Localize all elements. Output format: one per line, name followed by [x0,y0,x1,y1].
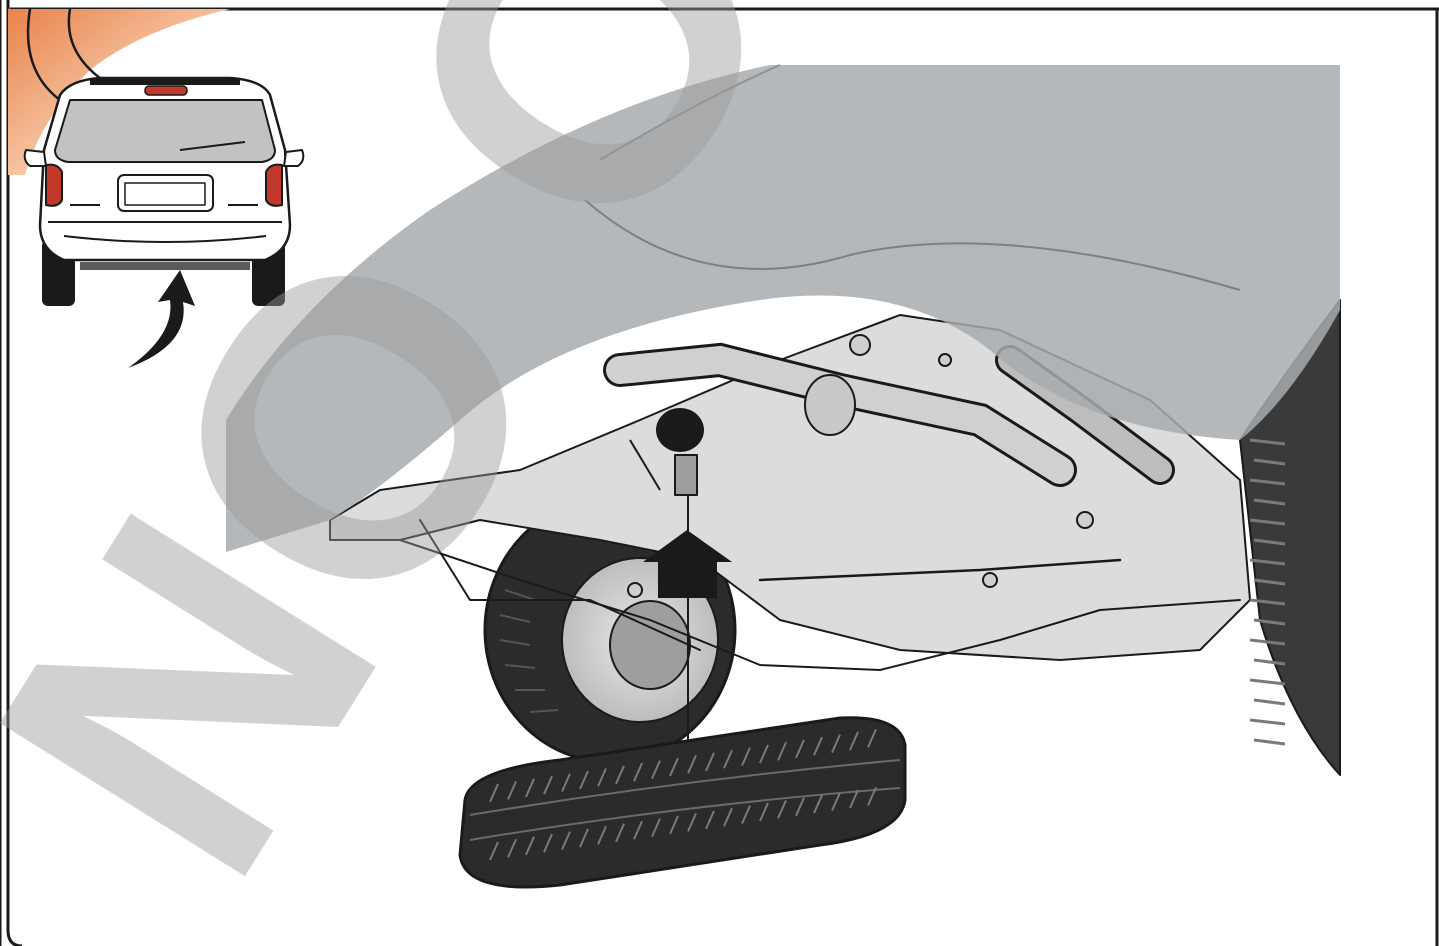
side-tread-mark [1253,458,1286,466]
tread-mark [741,747,751,767]
side-tread-mark [1249,558,1286,566]
side-tread-mark [1253,658,1286,666]
side-tread-mark [1249,638,1286,646]
tread-mark [579,828,589,848]
tread-mark [849,789,859,809]
tread-mark [867,786,877,806]
tread-mark [705,810,715,830]
winch-cable [629,439,698,745]
tread-mark [525,836,535,856]
tread-mark [723,807,733,827]
side-tread-mark [1249,598,1286,606]
tread-mark [579,770,589,790]
tread-mark [813,794,823,814]
tread-mark [633,820,643,840]
tread-mark [831,734,841,754]
spare-tire [458,716,907,889]
tread-mark [777,799,787,819]
tread-mark [651,818,661,838]
tread-mark [543,833,553,853]
side-tread-mark [1249,438,1286,446]
tread-mark [795,739,805,759]
tread-mark [669,815,679,835]
tread-mark [705,752,715,772]
side-tread-mark [1249,478,1286,486]
side-tread-mark [1253,578,1286,586]
tread-mark [633,762,643,782]
tread-mark [615,823,625,843]
tread-mark [597,825,607,845]
tread-mark [741,805,751,825]
tread-mark [597,767,607,787]
tread-mark [849,731,859,751]
side-tread-mark [1253,698,1286,706]
side-tread-mark [1253,538,1286,546]
tread-mark [813,736,823,756]
tread-mark [489,783,499,803]
vehicle-body-panel [226,64,1340,552]
tread-mark [795,797,805,817]
tread-mark [561,773,571,793]
side-tread-mark [1253,738,1286,746]
tread-mark [777,741,787,761]
tread-mark [507,780,517,800]
side-tread-mark [1249,518,1286,526]
curved-arrow-icon [128,270,195,368]
tread-mark [723,749,733,769]
tread-mark [759,744,769,764]
side-tread-mark [1253,498,1286,506]
tread-mark [615,765,625,785]
tread-mark [867,728,877,748]
vehicle-rear-inset [23,76,305,368]
underbody-scene [226,64,1341,889]
tread-mark [759,802,769,822]
side-tread-mark [1249,718,1286,726]
tread-mark [543,775,553,795]
tread-mark [687,754,697,774]
tread-mark [561,831,571,851]
side-tread-mark [1253,618,1286,626]
up-arrow-icon [643,530,732,598]
chassis-floor [329,314,1251,671]
tread-mark [669,757,679,777]
side-tread-mark [1249,678,1286,686]
tread-mark [831,792,841,812]
tread-mark [651,760,661,780]
tread-mark [525,778,535,798]
tread-mark [489,841,499,861]
tread-mark [507,838,517,858]
tread-mark [687,812,697,832]
